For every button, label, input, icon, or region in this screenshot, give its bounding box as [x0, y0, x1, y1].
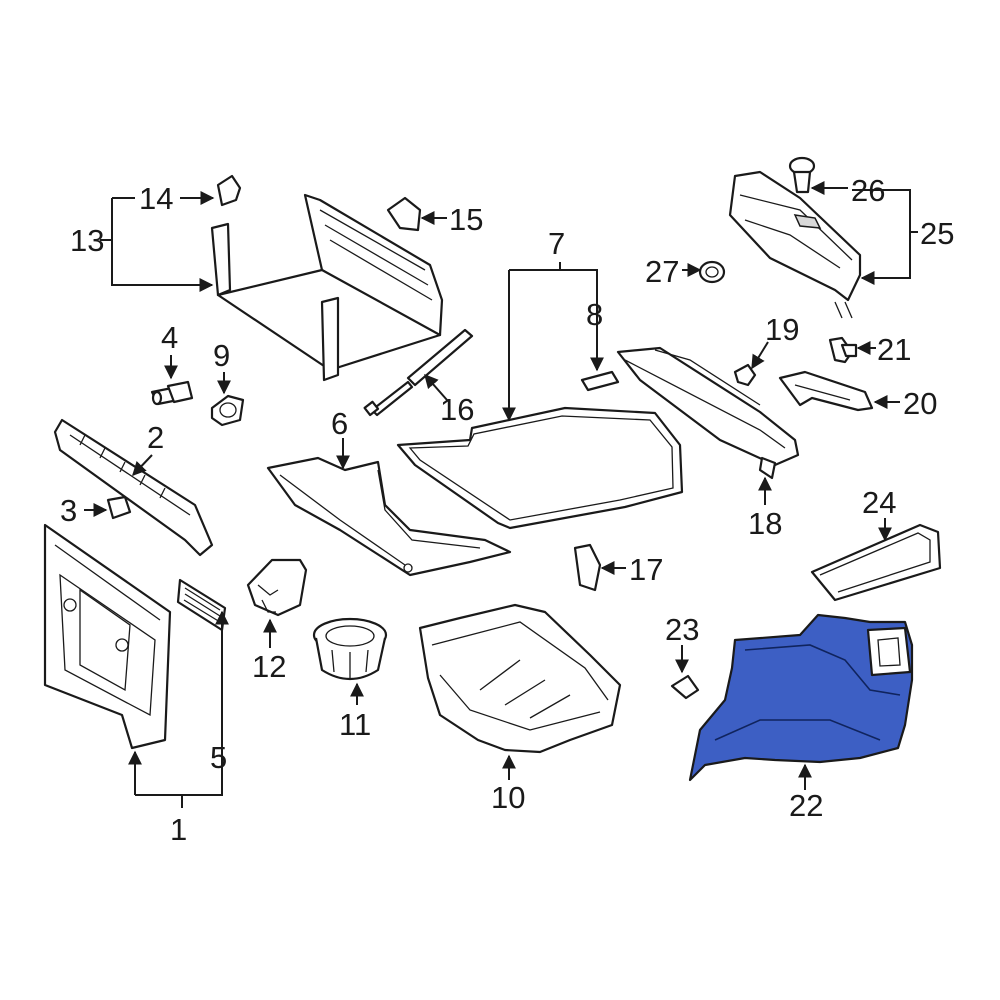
part-21-push-clip[interactable]	[828, 336, 858, 364]
part-3-clip[interactable]	[106, 495, 132, 520]
part-11-cup-holder[interactable]	[312, 617, 388, 681]
part-26-push-clip[interactable]	[788, 156, 816, 194]
callout-19: 19	[765, 312, 799, 347]
part-23-push-pin[interactable]	[670, 674, 700, 700]
part-12-bracket[interactable]	[246, 558, 308, 617]
part-19-clip[interactable]	[733, 363, 757, 387]
part-1-trunk-rear-panel[interactable]	[43, 523, 172, 750]
callout-21: 21	[877, 332, 911, 367]
callout-13: 13	[70, 223, 104, 258]
callout-27: 27	[645, 254, 679, 289]
callout-10: 10	[491, 780, 525, 815]
part-6-side-trim[interactable]	[266, 456, 512, 577]
part-9-clip-ring[interactable]	[210, 394, 245, 427]
callout-8: 8	[586, 297, 603, 332]
part-24-trim-strip[interactable]	[810, 523, 942, 602]
part-17-small-bracket[interactable]	[573, 543, 602, 592]
callout-4: 4	[161, 320, 178, 355]
callout-17: 17	[629, 552, 663, 587]
callout-15: 15	[449, 202, 483, 237]
callout-26: 26	[851, 173, 885, 208]
callout-22: 22	[789, 788, 823, 823]
callout-7: 7	[548, 226, 565, 261]
part-22-fill	[688, 613, 914, 782]
part-20-trim-bracket[interactable]	[778, 370, 874, 412]
callout-25: 25	[920, 216, 954, 251]
part-8-mat-clip[interactable]	[580, 370, 620, 392]
callout-16: 16	[440, 392, 474, 427]
callout-6: 6	[331, 406, 348, 441]
callout-23: 23	[665, 612, 699, 647]
part-13-cargo-partition[interactable]	[210, 193, 444, 382]
part-2-cross-member[interactable]	[53, 418, 214, 557]
part-22-trunk-side-trim[interactable]	[688, 613, 914, 782]
part-18-sill-panel[interactable]	[616, 346, 800, 480]
part-25-parcel-shelf-trim[interactable]	[728, 170, 862, 319]
callout-12: 12	[252, 649, 286, 684]
part-4-bolt[interactable]	[150, 380, 194, 406]
callout-11: 11	[339, 707, 371, 742]
callout-5: 5	[210, 740, 227, 775]
callout-24: 24	[862, 485, 896, 520]
callout-18: 18	[748, 506, 782, 541]
callout-2: 2	[147, 420, 164, 455]
callout-1: 1	[170, 812, 187, 847]
callout-3: 3	[60, 493, 77, 528]
part-27-grommet[interactable]	[698, 260, 726, 284]
callout-14: 14	[139, 181, 173, 216]
part-16-gas-strut[interactable]	[363, 328, 474, 417]
part-14-latch[interactable]	[216, 174, 242, 207]
callout-20: 20	[903, 386, 937, 421]
part-15-hook[interactable]	[386, 196, 422, 232]
part-7-floor-mat[interactable]	[396, 406, 684, 530]
part-5-vent-grille[interactable]	[176, 578, 227, 632]
callout-9: 9	[213, 338, 230, 373]
part-10-wheel-well[interactable]	[418, 603, 622, 754]
